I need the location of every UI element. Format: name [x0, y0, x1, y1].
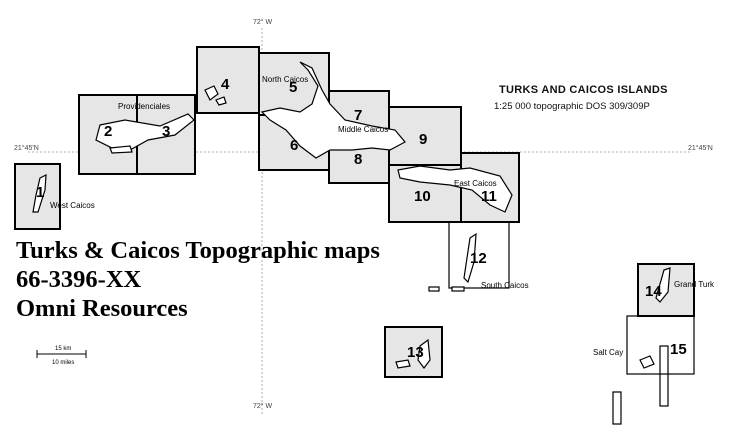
sheet-13[interactable] [384, 326, 443, 378]
overlay-line-1: Turks & Caicos Topographic maps [16, 237, 380, 264]
sheet-number-13: 13 [407, 344, 424, 361]
grand-turk-island [655, 267, 671, 303]
sheet-number-11: 11 [481, 188, 497, 205]
salt-cay-island [639, 355, 655, 369]
sheet-number-4: 4 [221, 76, 230, 93]
parrot-cay-islet [204, 85, 219, 101]
east-caicos-island [397, 165, 513, 213]
west-caicos-island [32, 173, 47, 213]
map-subtitle: 1:25 000 topographic DOS 309/309P [494, 101, 650, 112]
sheet-12[interactable] [448, 221, 510, 289]
south-caicos-island [463, 232, 477, 284]
sheet-16-inset [612, 391, 622, 425]
provo-south-islet [109, 145, 133, 154]
sheet-9[interactable] [388, 106, 462, 166]
meridian-label-bottom: 72° W [253, 402, 273, 410]
scale-km-label: 15 km [55, 346, 71, 352]
sheet-15-extension [659, 345, 669, 407]
parallel-label-right: 21°45'N [688, 144, 713, 152]
sheet-number-5: 5 [289, 79, 297, 96]
place-providenciales: Providenciales [118, 102, 170, 111]
dellis-cay-islet [215, 96, 227, 106]
place-east-caicos: East Caicos [454, 179, 497, 188]
sheet-number-9: 9 [419, 131, 427, 148]
sheet-number-12: 12 [470, 250, 487, 267]
scale-bar: 15 km 10 miles [36, 346, 87, 366]
south-caicos-islet [451, 286, 465, 292]
sheet-number-2: 2 [104, 123, 112, 140]
sheet-number-6: 6 [290, 137, 298, 154]
sheet-number-15: 15 [670, 341, 687, 358]
sheet-number-14: 14 [645, 283, 662, 300]
place-salt-cay: Salt Cay [593, 348, 623, 357]
place-grand-turk: Grand Turk [674, 280, 715, 289]
sheet-number-1: 1 [36, 184, 44, 201]
north-middle-caicos [260, 61, 406, 159]
place-west-caicos: West Caicos [50, 201, 95, 210]
providenciales-island [95, 113, 195, 151]
sheet-number-8: 8 [354, 151, 362, 168]
sheet-4[interactable] [196, 46, 260, 114]
overlay-line-2: 66-3396-XX [16, 266, 142, 293]
meridian-label-top: 72° W [253, 18, 273, 26]
map-title: TURKS AND CAICOS ISLANDS [499, 84, 668, 96]
ambergris-cay [417, 338, 431, 369]
sheet-number-7: 7 [354, 107, 362, 124]
fish-cay-islet [395, 359, 411, 369]
scale-miles-label: 10 miles [52, 360, 74, 366]
small-cay-islet [428, 286, 440, 292]
sheet-number-3: 3 [162, 123, 170, 140]
parallel-label-left: 21°45'N [14, 144, 39, 152]
sheet-number-10: 10 [414, 188, 431, 205]
place-north-caicos: North Caicos [262, 75, 308, 84]
place-middle-caicos: Middle Caicos [338, 125, 388, 134]
place-south-caicos: South Caicos [481, 281, 529, 290]
catalog-overlay-text: Turks & Caicos Topographic maps 66-3396-… [16, 236, 380, 323]
overlay-line-3: Omni Resources [16, 295, 188, 322]
